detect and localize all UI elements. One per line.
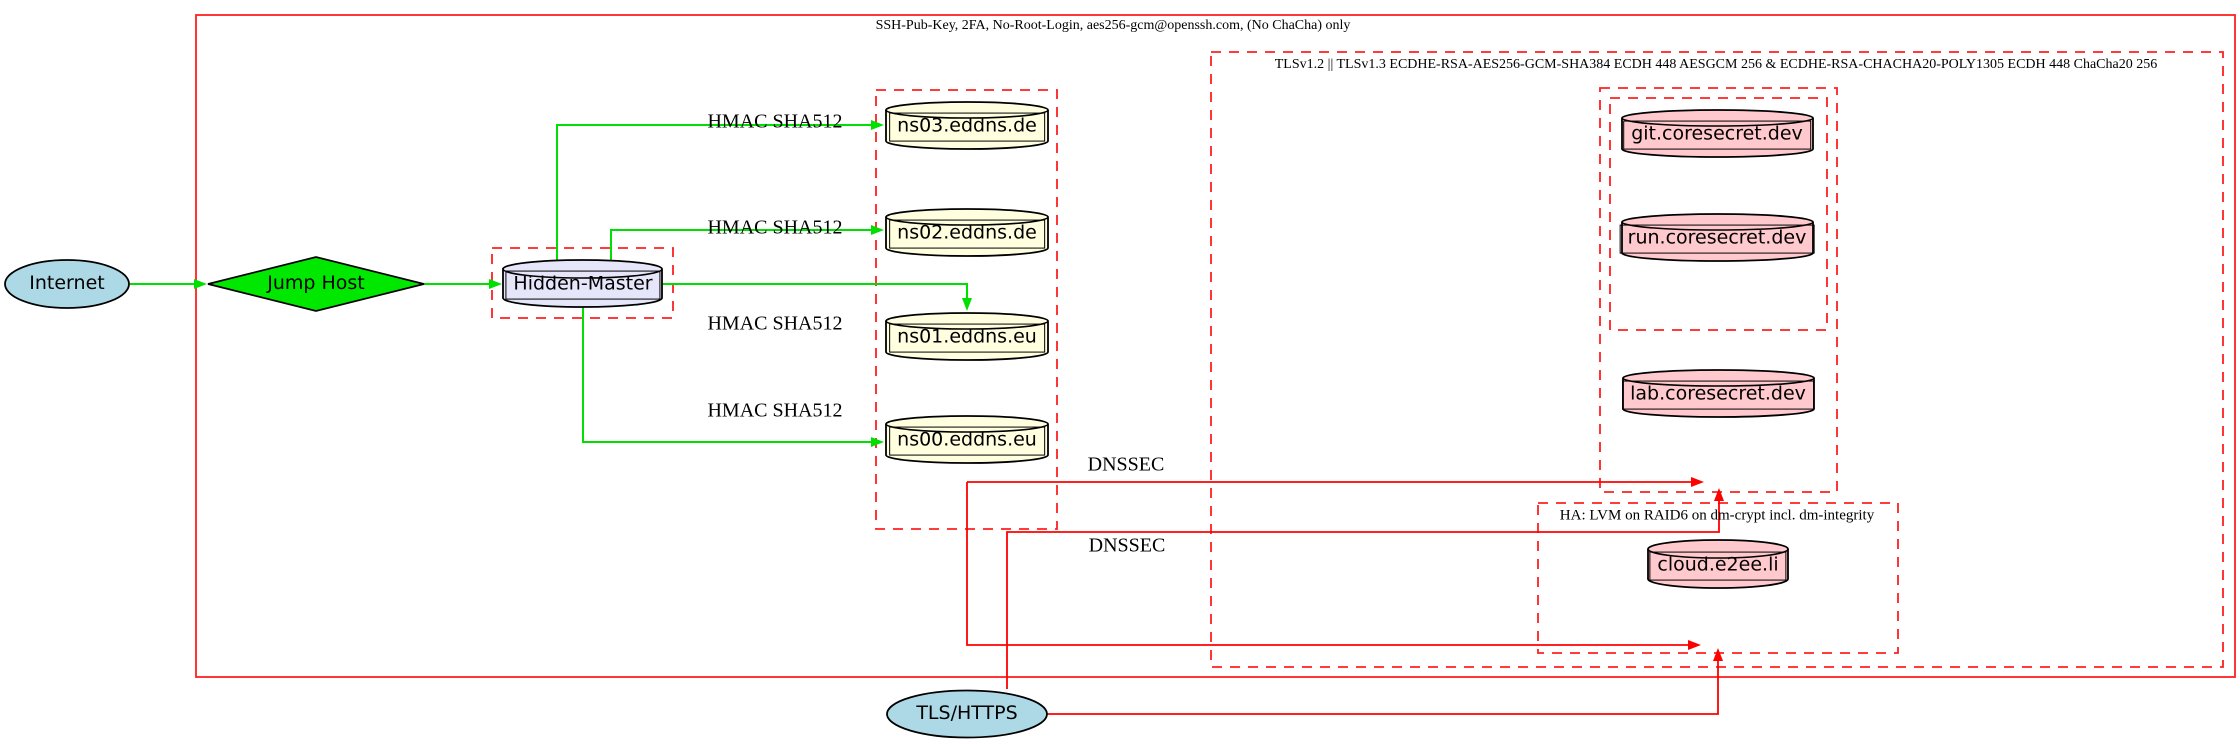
- node-label-ns03: ns03.eddns.de: [889, 112, 1045, 142]
- node-lab: [1622, 369, 1815, 418]
- node-ns01: [885, 312, 1049, 361]
- node-cloud-lid: [1647, 548, 1789, 559]
- edge-label-hmac-ns00: HMAC SHA512: [707, 399, 843, 422]
- node-git-lid: [1621, 117, 1814, 127]
- edge-hiddenmaster-ns03: [556, 120, 884, 261]
- edge-label-dnssec-upper: DNSSEC: [1087, 453, 1165, 476]
- edge-label-hmac-ns02: HMAC SHA512: [707, 216, 843, 239]
- edge-hiddenmaster-ns01: [662, 283, 972, 311]
- cluster-tls-border: [1210, 51, 2224, 668]
- node-label-ns02: ns02.eddns.de: [889, 219, 1045, 249]
- node-git: [1621, 109, 1814, 158]
- node-ns03: [885, 101, 1049, 150]
- node-label-ns00: ns00.eddns.eu: [889, 426, 1045, 456]
- cluster-ssh-label: SSH-Pub-Key, 2FA, No-Root-Login, aes256-…: [875, 17, 1351, 33]
- node-tls-https: [886, 689, 1048, 739]
- node-label-run: run.coresecret.dev: [1619, 224, 1815, 254]
- node-jump-host: [207, 256, 425, 312]
- node-run-lid: [1621, 221, 1814, 231]
- node-hidden-master-lid: [502, 268, 663, 279]
- node-label-cloud: cloud.e2ee.li: [1649, 551, 1787, 581]
- edge-hiddenmaster-ns00: [582, 306, 884, 447]
- edge-label-hmac-ns03: HMAC SHA512: [707, 110, 843, 133]
- node-label-ns01: ns01.eddns.eu: [889, 323, 1045, 353]
- node-ns00: [885, 415, 1049, 464]
- edge-dnssec-lower: [966, 482, 1701, 650]
- node-label-lab: lab.coresecret.dev: [1622, 380, 1814, 410]
- node-label-internet: Internet: [29, 272, 105, 295]
- edge-tlshttps-ha: [1047, 648, 1723, 715]
- edge-label-dnssec-lower: DNSSEC: [1088, 534, 1166, 557]
- node-ns02: [885, 208, 1049, 257]
- cluster-ha-label: HA: LVM on RAID6 on dm-crypt incl. dm-in…: [1559, 507, 1875, 524]
- cluster-ssh-border: [195, 14, 2236, 678]
- edge-tlshttps-coresecret: [1006, 488, 1724, 689]
- cluster-coresecret-inner-border: [1609, 97, 1828, 331]
- node-label-git: git.coresecret.dev: [1623, 120, 1811, 150]
- node-internet: [4, 259, 130, 309]
- node-hidden-master: [502, 259, 663, 308]
- node-label-jump-host: Jump Host: [267, 272, 365, 295]
- edge-hiddenmaster-ns02: [610, 225, 884, 261]
- node-label-tls-https: TLS/HTTPS: [916, 702, 1018, 725]
- node-lab-lid: [1622, 377, 1815, 387]
- cluster-tls-label: TLSv1.2 || TLSv1.3 ECDHE-RSA-AES256-GCM-…: [1274, 56, 2158, 72]
- node-label-hidden-master: Hidden-Master: [505, 270, 661, 300]
- edge-label-hmac-ns01: HMAC SHA512: [707, 312, 843, 335]
